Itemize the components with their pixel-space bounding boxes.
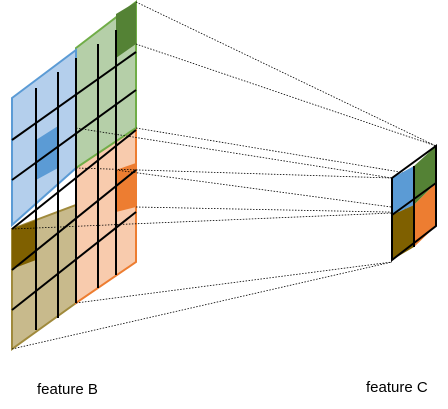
feature-b-blue-highlight-cell bbox=[36, 126, 58, 180]
feature-c-grid-lines bbox=[391, 144, 437, 263]
feature-c-grid bbox=[391, 144, 437, 263]
feature-b-green-highlight-cell bbox=[116, 2, 136, 58]
feature-c-cell-top-right bbox=[414, 146, 436, 205]
projection-lines bbox=[11, 1, 437, 350]
feature-b-grid-lines bbox=[11, 30, 137, 330]
feature-b-label: feature B bbox=[37, 381, 98, 398]
feature-b-grid bbox=[11, 0, 137, 351]
feature-c-label: feature C bbox=[366, 379, 428, 396]
